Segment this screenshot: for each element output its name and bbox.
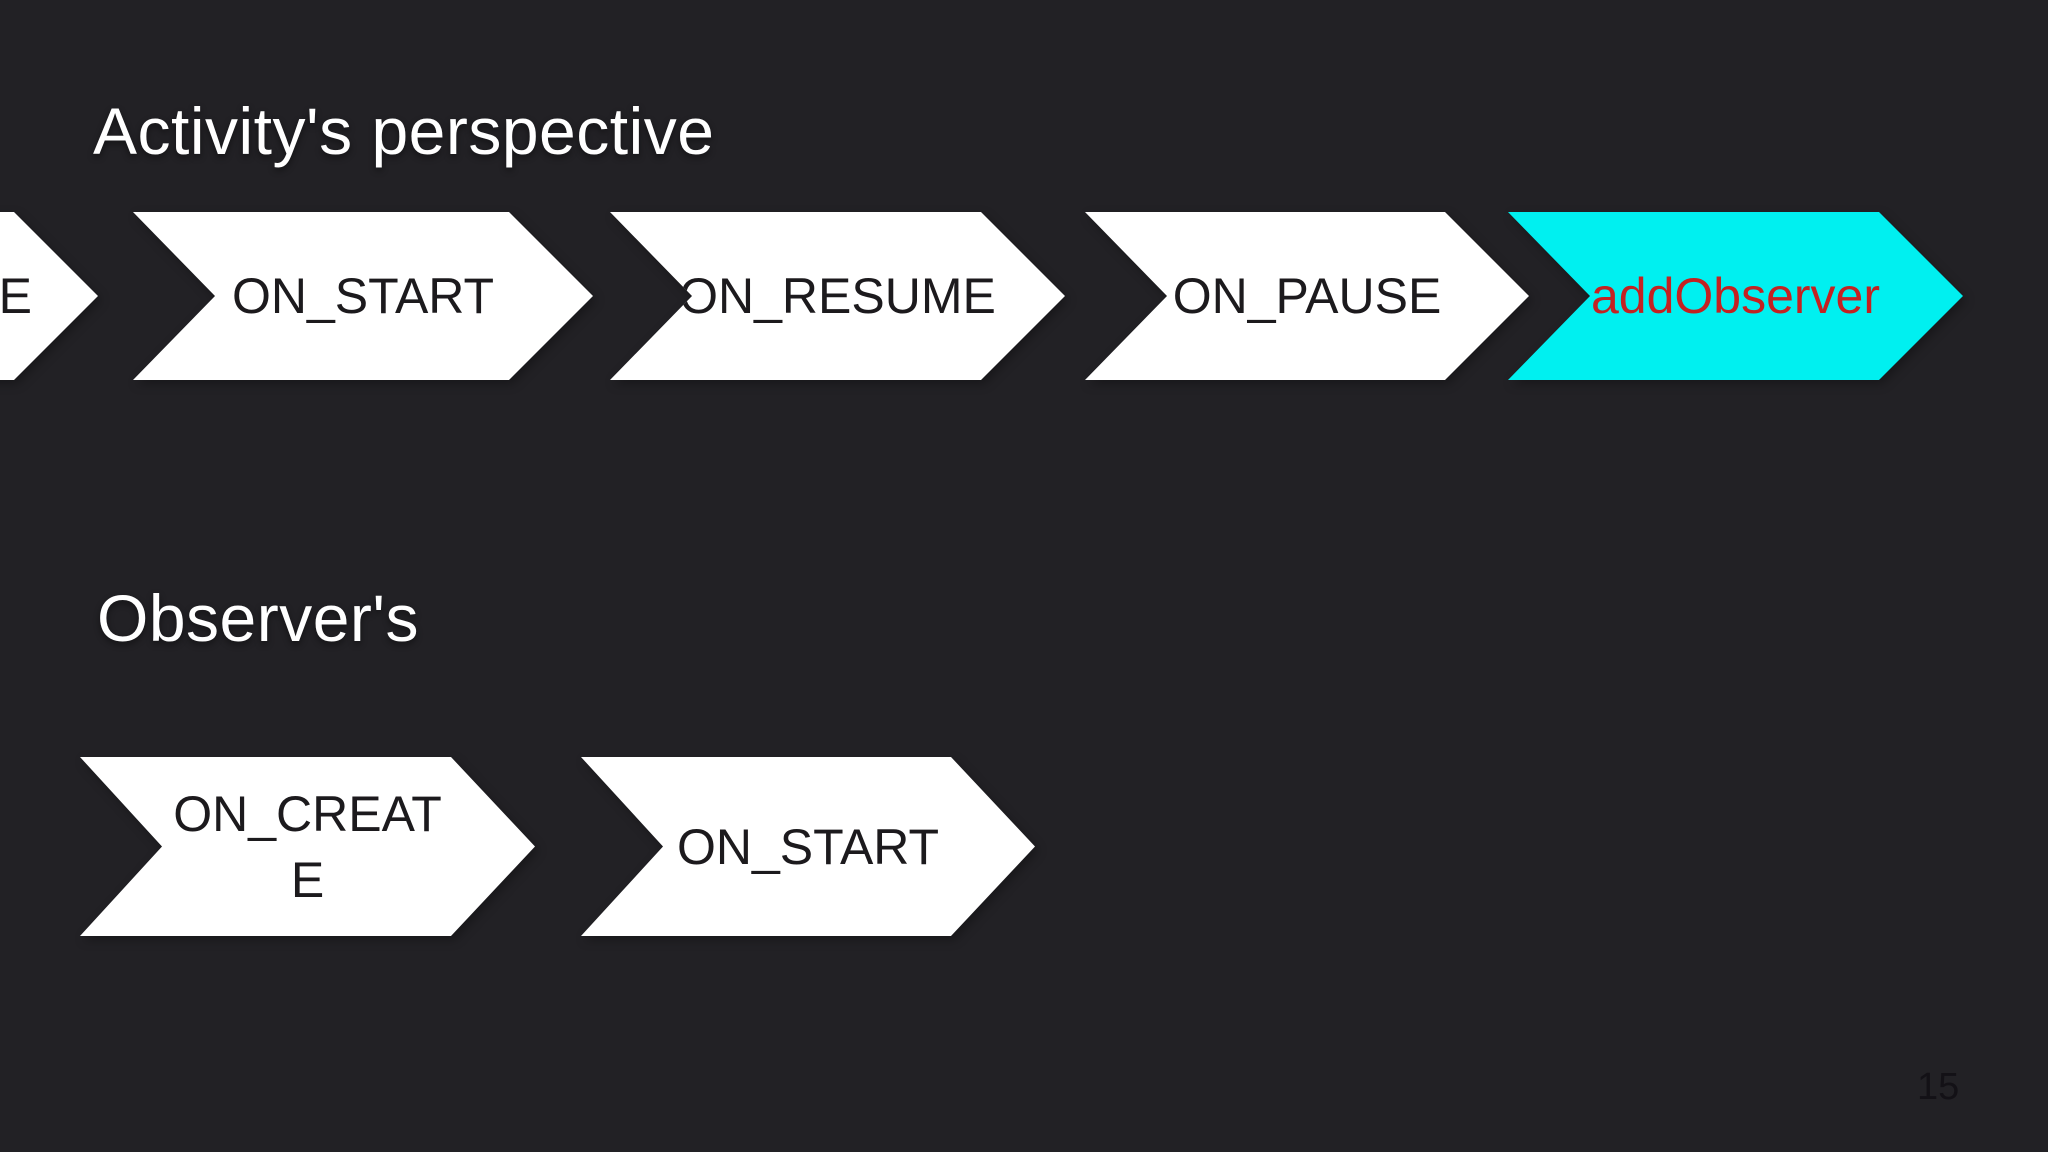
chevron-label: ON_RESUME <box>679 268 996 324</box>
chevron-label-line2: E <box>290 851 325 908</box>
chevron-add-observer-highlighted: addObserver <box>1508 212 1963 380</box>
activity-perspective-title: Activity's perspective <box>93 94 715 168</box>
chevron-on-create-partial: E <box>0 212 98 380</box>
chevron-on-resume: ON_RESUME <box>610 212 1065 380</box>
page-number: 15 <box>1917 1066 1960 1108</box>
chevron-label: ON_CREAT E <box>173 781 442 913</box>
chevron-on-start: ON_START <box>133 212 593 380</box>
chevron-shape: ON_PAUSE <box>1085 212 1529 380</box>
chevron-label: ON_START <box>676 818 940 875</box>
chevron-shape: E <box>0 212 98 380</box>
chevron-on-start-observer: ON_START <box>581 757 1035 936</box>
chevron-shape: ON_START <box>581 757 1035 936</box>
chevron-shape: ON_RESUME <box>610 212 1065 380</box>
chevron-label-line1: ON_CREAT <box>173 785 442 842</box>
chevron-label: addObserver <box>1590 268 1881 324</box>
chevron-label: ON_START <box>231 268 495 324</box>
observer-title: Observer's <box>97 581 420 655</box>
chevron-shape: addObserver <box>1508 212 1963 380</box>
chevron-label: ON_PAUSE <box>1172 268 1442 324</box>
chevron-shape: ON_CREAT E <box>80 757 535 936</box>
chevron-shape: ON_START <box>133 212 593 380</box>
chevron-on-pause: ON_PAUSE <box>1085 212 1529 380</box>
chevron-on-create: ON_CREAT E <box>80 757 535 936</box>
chevron-label: E <box>0 268 32 324</box>
